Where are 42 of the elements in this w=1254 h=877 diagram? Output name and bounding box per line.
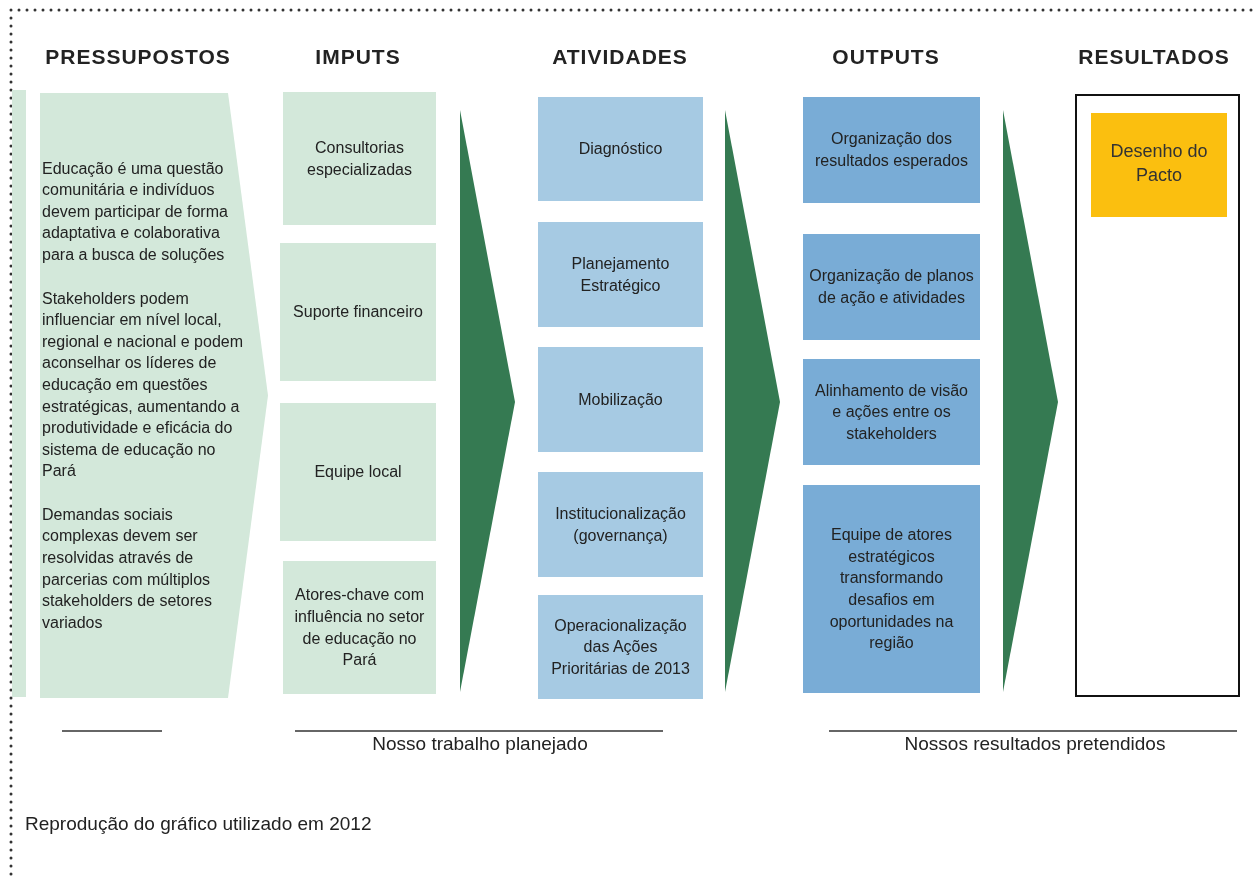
- activity-box: [538, 347, 703, 452]
- activity-box: [538, 97, 703, 201]
- box-text: Desenho do Pacto: [1109, 140, 1209, 188]
- input-box: [280, 403, 436, 541]
- result-box: [1091, 113, 1227, 217]
- input-box: [283, 92, 436, 225]
- column-heading: PRESSUPOSTOS: [45, 45, 231, 69]
- premise-text: Demandas sociais complexas devem ser resolvidas através de parcerias com múltiplos stakeholders de setores variados: [42, 504, 213, 633]
- premise-text: Educação é uma questão comunitária e indivíduos devem participar de forma adaptativa e colaborativa para a busca de soluções: [42, 158, 229, 265]
- premise-arrow-band: [40, 93, 268, 698]
- box-text: Operacionalização das Ações Prioritárias de 2013: [550, 615, 691, 679]
- result-frame: [1075, 94, 1240, 697]
- box-text: Consultorias especializadas: [306, 137, 413, 180]
- bracket-label: Nossos resultados pretendidos: [904, 733, 1166, 755]
- side-bar: [12, 90, 26, 697]
- box-text: Equipe de atores estratégicos transformando desafios em oportunidades na região: [828, 525, 955, 654]
- box-text: Planejamento Estratégico: [570, 253, 671, 296]
- premise-text: Stakeholders podem influenciar em nível local, regional e nacional e podem aconselhar os líderes de educação em questões estratégicas, aumentando a produtividade e eficácia do sistema de educação no Pará: [42, 288, 244, 482]
- box-text: Diagnóstico: [578, 139, 663, 160]
- input-box: [280, 243, 436, 381]
- activity-box: [538, 472, 703, 577]
- activity-box: [538, 222, 703, 327]
- column-heading: ATIVIDADES: [552, 45, 688, 69]
- output-box: [803, 234, 980, 340]
- column-heading: RESULTADOS: [1078, 45, 1230, 69]
- output-box: [803, 97, 980, 203]
- box-text: Mobilização: [578, 389, 663, 410]
- column-heading: IMPUTS: [315, 45, 401, 69]
- box-text: Equipe local: [314, 462, 402, 483]
- box-text: Atores-chave com influência no setor de educação no Pará: [293, 585, 426, 671]
- output-box: [803, 485, 980, 693]
- box-text: Organização dos resultados esperados: [814, 129, 969, 171]
- caption: Reprodução do gráfico utilizado em 2012: [25, 813, 372, 835]
- bracket-label: Nosso trabalho planejado: [372, 733, 588, 755]
- box-text: Suporte financeiro: [293, 302, 423, 323]
- box-text: Institucionalização (governança): [554, 503, 687, 546]
- box-text: Organização de planos de ação e atividades: [809, 266, 974, 308]
- activity-box: [538, 595, 703, 699]
- output-box: [803, 359, 980, 465]
- column-heading: OUTPUTS: [832, 45, 940, 69]
- box-text: Alinhamento de visão e ações entre os stakeholders: [814, 380, 969, 444]
- input-box: [283, 561, 436, 694]
